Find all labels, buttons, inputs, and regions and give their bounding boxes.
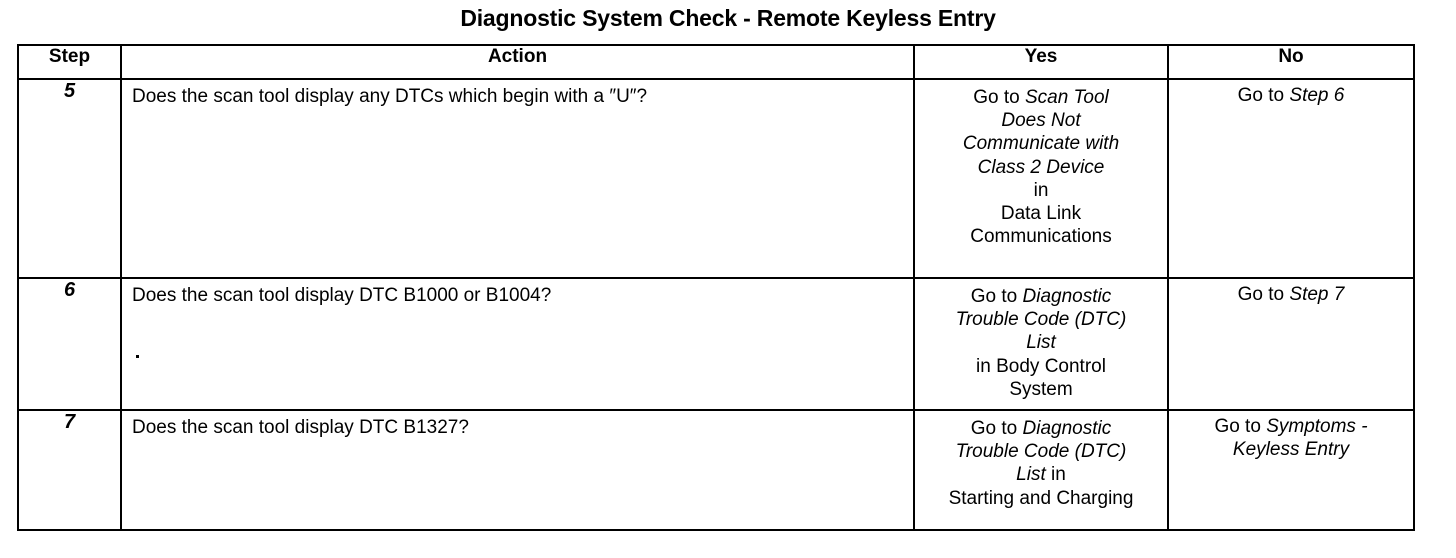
no-cell: Go to Step 6 bbox=[1167, 78, 1415, 279]
plain-text: Go to bbox=[1237, 85, 1290, 106]
plain-text: in Body Control bbox=[976, 355, 1106, 377]
no-cell: Go to Symptoms -Keyless Entry bbox=[1167, 409, 1415, 531]
plain-text: in bbox=[1033, 179, 1049, 201]
plain-text: Go to bbox=[1214, 416, 1267, 437]
italic-reference-text: Communicate with bbox=[962, 133, 1120, 155]
scan-artifact-speck bbox=[136, 355, 139, 358]
text-line: in Body Control bbox=[921, 355, 1161, 378]
text-line: Communicate with bbox=[921, 132, 1161, 155]
italic-reference-text: Trouble Code (DTC) bbox=[955, 309, 1127, 331]
table-row: 5 Does the scan tool display any DTCs wh… bbox=[17, 78, 1415, 279]
plain-text: System bbox=[1009, 378, 1073, 400]
text-line: Starting and Charging bbox=[921, 487, 1161, 510]
column-header-action: Action bbox=[120, 44, 915, 80]
table-row: 6 Does the scan tool display DTC B1000 o… bbox=[17, 277, 1415, 411]
text-line: List bbox=[921, 331, 1161, 354]
action-cell: Does the scan tool display DTC B1000 or … bbox=[120, 277, 915, 411]
plain-text: Go to bbox=[970, 286, 1023, 307]
text-line: Communications bbox=[921, 225, 1161, 248]
no-text: Go to Step 7 bbox=[1169, 279, 1413, 409]
text-line: Does Not bbox=[921, 109, 1161, 132]
no-text: Go to Symptoms -Keyless Entry bbox=[1169, 411, 1413, 529]
plain-text: Data Link bbox=[1000, 202, 1082, 224]
no-cell: Go to Step 7 bbox=[1167, 277, 1415, 411]
text-line: Class 2 Device bbox=[921, 156, 1161, 179]
text-line: Go to Step 6 bbox=[1175, 84, 1407, 107]
action-text: Does the scan tool display DTC B1327? bbox=[132, 417, 469, 438]
plain-text: Go to bbox=[1237, 284, 1290, 305]
text-line: Go to Scan Tool bbox=[921, 86, 1161, 109]
diagnostic-steps-table: Step Action Yes No 5 Does the scan tool … bbox=[17, 44, 1415, 531]
no-text: Go to Step 6 bbox=[1169, 80, 1413, 277]
table-body: 5 Does the scan tool display any DTCs wh… bbox=[17, 78, 1415, 531]
italic-reference-text: Trouble Code (DTC) bbox=[955, 441, 1127, 463]
step-number-cell: 6 bbox=[17, 277, 122, 411]
text-line: Keyless Entry bbox=[1175, 438, 1407, 461]
italic-reference-text: Does Not bbox=[1001, 110, 1081, 132]
column-header-yes: Yes bbox=[913, 44, 1169, 80]
italic-reference-text: Diagnostic bbox=[1022, 418, 1112, 439]
italic-reference-text: Symptoms - bbox=[1266, 416, 1368, 437]
text-line: Go to Symptoms - bbox=[1175, 415, 1407, 438]
step-number-cell: 7 bbox=[17, 409, 122, 531]
plain-text: Communications bbox=[970, 226, 1112, 248]
column-header-no: No bbox=[1167, 44, 1415, 80]
text-line: Go to Diagnostic bbox=[921, 285, 1161, 308]
table-header-row: Step Action Yes No bbox=[17, 44, 1415, 80]
text-line: List in bbox=[921, 463, 1161, 486]
plain-text: Starting and Charging bbox=[948, 487, 1134, 509]
text-line: in bbox=[921, 179, 1161, 202]
text-line: Trouble Code (DTC) bbox=[921, 440, 1161, 463]
italic-reference-text: List bbox=[1016, 464, 1046, 486]
italic-reference-text: Diagnostic bbox=[1022, 286, 1112, 307]
italic-reference-text: Step 7 bbox=[1289, 284, 1345, 305]
page-title: Diagnostic System Check - Remote Keyless… bbox=[460, 5, 996, 31]
action-text: Does the scan tool display DTC B1000 or … bbox=[132, 285, 552, 306]
action-cell: Does the scan tool display DTC B1327? bbox=[120, 409, 915, 531]
table-row: 7 Does the scan tool display DTC B1327? … bbox=[17, 409, 1415, 531]
action-cell: Does the scan tool display any DTCs whic… bbox=[120, 78, 915, 279]
text-line: Trouble Code (DTC) bbox=[921, 308, 1161, 331]
step-number-cell: 5 bbox=[17, 78, 122, 279]
italic-reference-text: Class 2 Device bbox=[977, 156, 1105, 178]
plain-text: Go to bbox=[973, 87, 1025, 108]
italic-reference-text: Keyless Entry bbox=[1232, 439, 1350, 461]
text-line: System bbox=[921, 378, 1161, 401]
action-text: Does the scan tool display any DTCs whic… bbox=[132, 86, 648, 107]
italic-reference-text: Step 6 bbox=[1289, 85, 1345, 106]
italic-reference-text: Scan Tool bbox=[1024, 87, 1109, 108]
italic-reference-text: List bbox=[1026, 332, 1056, 354]
column-header-step: Step bbox=[17, 44, 122, 80]
plain-text: in bbox=[1045, 464, 1066, 486]
text-line: Go to Diagnostic bbox=[921, 417, 1161, 440]
text-line: Data Link bbox=[921, 202, 1161, 225]
plain-text: Go to bbox=[970, 418, 1023, 439]
text-line: Go to Step 7 bbox=[1175, 283, 1407, 306]
